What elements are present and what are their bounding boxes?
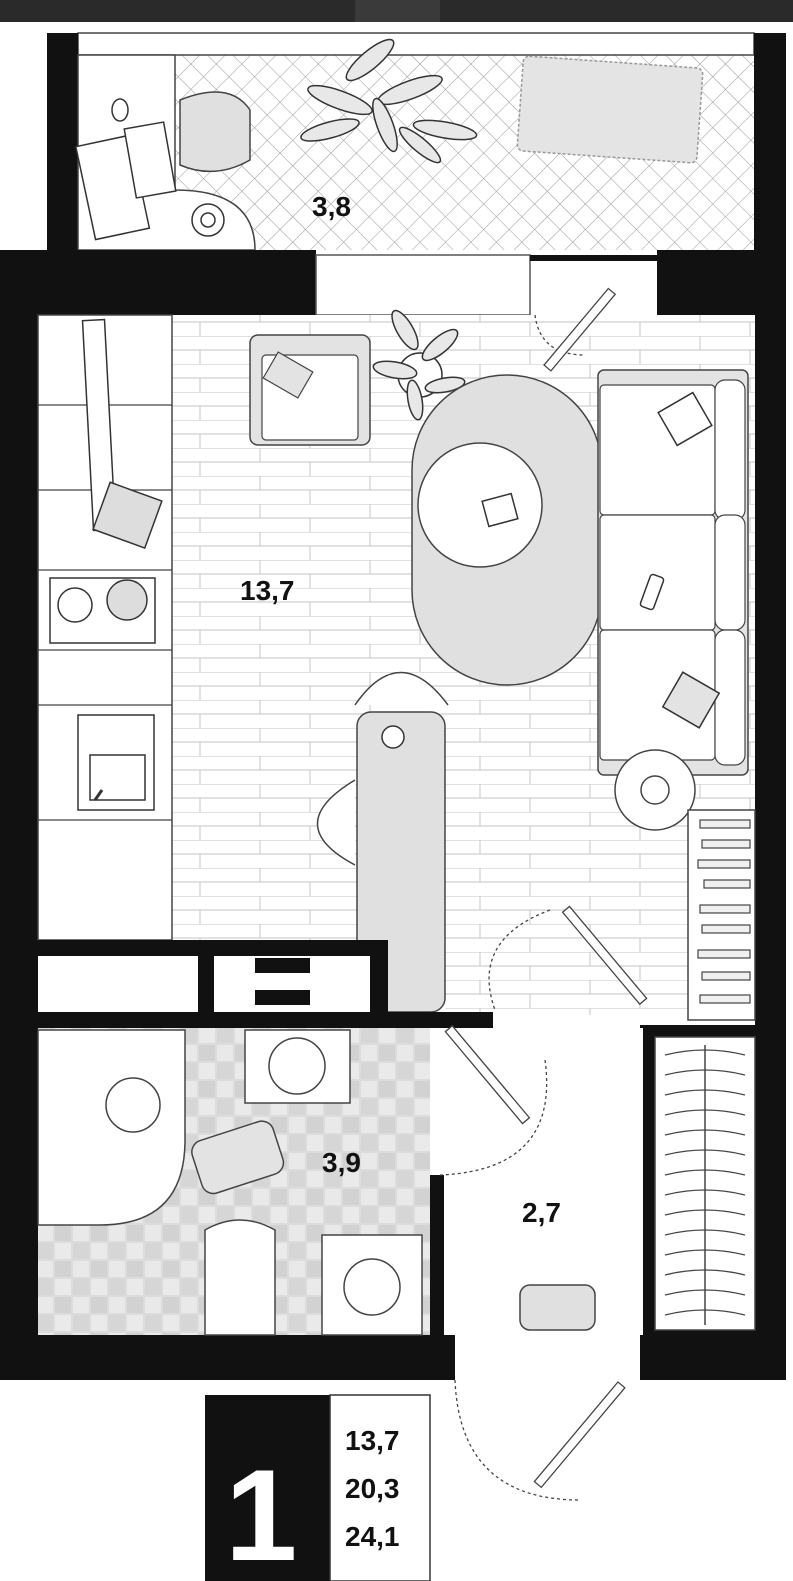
toilet (204, 1219, 276, 1336)
entrance-door-leaf (533, 1381, 626, 1489)
armchair (249, 334, 371, 446)
desk-cup (191, 203, 225, 237)
shower (37, 1029, 186, 1226)
summary-area-with-balcony: 24,1 (345, 1521, 400, 1552)
balcony-plant (300, 38, 478, 164)
armchair-cushion (262, 351, 314, 399)
closet-niche-3 (38, 956, 198, 1012)
balcony-door-frame (530, 255, 657, 261)
desk-chair (179, 91, 251, 173)
living-door-leaf (561, 905, 648, 1006)
sofa (597, 369, 749, 776)
coffee-table (417, 442, 543, 568)
entrance-door-swing (454, 1379, 581, 1501)
desk-cup-inner (200, 212, 216, 228)
summary-living-area: 13,7 (345, 1425, 400, 1456)
balcony-door-swing (534, 314, 586, 356)
rooms-count: 1 (225, 1442, 297, 1581)
bar-lamp (381, 725, 405, 749)
coffee-table-book (481, 492, 519, 528)
interior-walls (38, 940, 755, 1380)
bath-mat (191, 1120, 285, 1195)
living-floor-lower (445, 940, 688, 1015)
hallway-floor (444, 1028, 643, 1335)
top-strip-gap (355, 0, 440, 22)
balcony-area-label: 3,8 (312, 191, 351, 222)
balcony-doorway (315, 254, 531, 316)
washer-drum (343, 1258, 401, 1316)
balcony-rug (516, 55, 704, 164)
keyboard (123, 121, 177, 199)
closet-niche-2 (310, 956, 370, 1012)
rooms-count-box (205, 1395, 330, 1581)
summary-block: 1 13,7 20,3 24,1 (205, 1394, 431, 1581)
sofa-pillow-top (657, 391, 713, 447)
balcony-rail (77, 32, 755, 56)
summary-values-box (329, 1394, 431, 1581)
balcony-wall-right (754, 33, 786, 293)
burner-right (106, 579, 148, 621)
bathroom-area-label: 3,9 (322, 1147, 361, 1178)
kitchen-plant-pot (92, 481, 163, 550)
balcony-wall-left (47, 33, 78, 293)
hallway-area-label: 2,7 (522, 1197, 561, 1228)
bar-stool-top (354, 671, 449, 706)
balcony: 3,8 (47, 32, 786, 293)
living-door-swing (488, 909, 551, 1011)
balcony-door-leaf (543, 287, 617, 372)
bathroom-door-leaf (444, 1024, 531, 1125)
wardrobe-hangers (664, 1049, 746, 1316)
mouse (111, 98, 129, 122)
sink-bowl (268, 1037, 326, 1095)
bathroom-door-swing (439, 1059, 548, 1176)
outer-walls (0, 250, 786, 1380)
bookshelf-books (697, 819, 751, 1004)
living-area-label: 13,7 (240, 575, 295, 606)
floor-lamp-inner (640, 775, 670, 805)
hall-mat (519, 1284, 596, 1331)
doors (439, 287, 648, 1501)
burner-left (57, 587, 93, 623)
summary-total-area: 20,3 (345, 1473, 400, 1504)
kitchen (37, 314, 173, 941)
living-plant (372, 309, 466, 421)
sofa-phone (639, 573, 665, 611)
shower-drain (105, 1077, 161, 1133)
closet-niche-1 (214, 956, 255, 1012)
sofa-pillow-bottom (661, 671, 721, 729)
bar-stool-left (316, 779, 356, 866)
